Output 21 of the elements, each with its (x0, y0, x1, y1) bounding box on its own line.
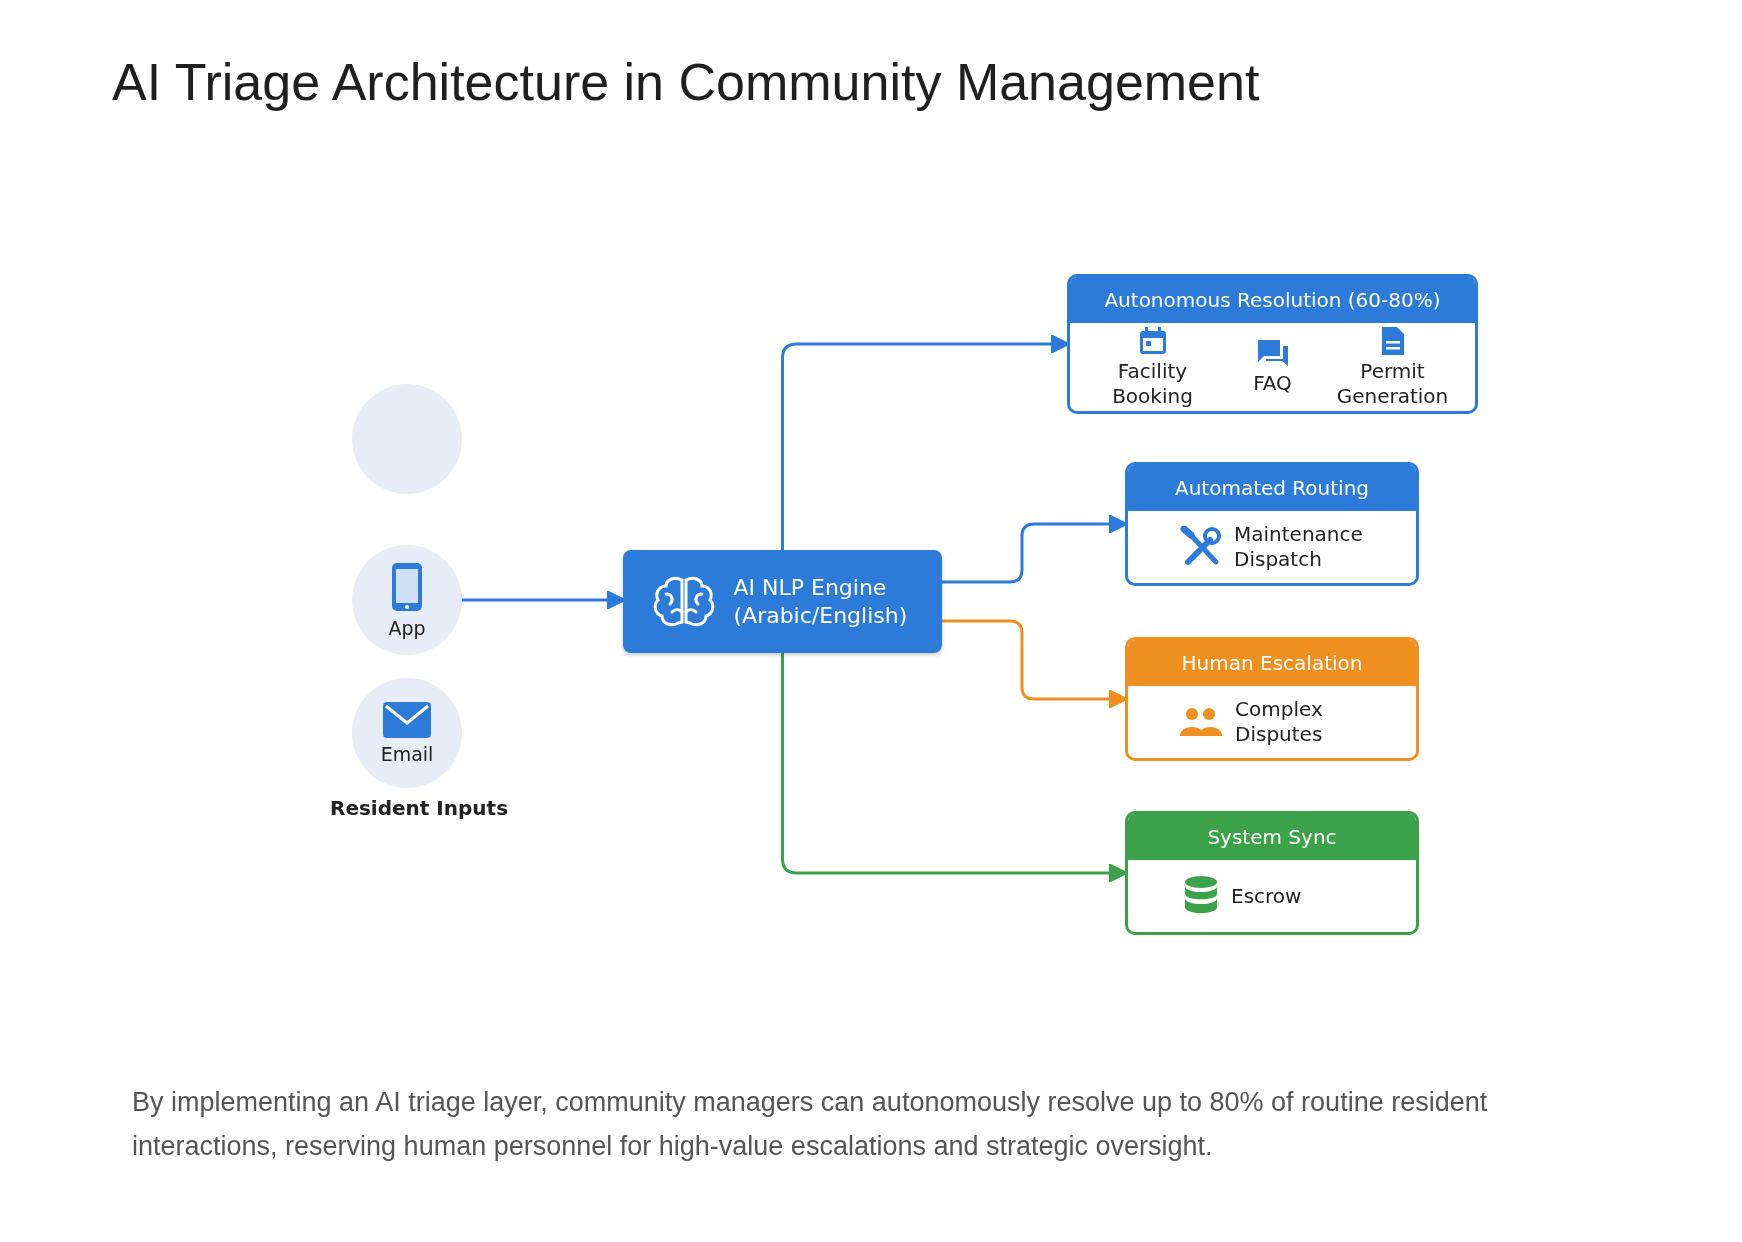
card-header: System Sync (1128, 814, 1416, 860)
outcome-card (1125, 811, 1419, 935)
channel-label: Email (380, 743, 434, 765)
item-label: Facility Booking (1111, 358, 1194, 409)
card-header: Automated Routing (1128, 465, 1416, 511)
engine-label: AI NLP Engine (Arabic/English) (733, 573, 909, 630)
outcome-card (1125, 637, 1419, 761)
item-label: Escrow (1231, 883, 1303, 909)
group-label: Resident Inputs (330, 796, 509, 820)
item-label: Complex Disputes (1235, 697, 1324, 747)
item-label: Permit Generation (1335, 358, 1450, 409)
channel-label: App (388, 617, 426, 639)
caption-text: By implementing an AI triage layer, community managers can autonomously resolve up to 80% of routine resident interactions, reserving human personnel for high-value escalations and strategic oversight. (132, 1086, 1489, 1163)
item-label: FAQ (1252, 371, 1293, 396)
outcome-card (1125, 462, 1419, 586)
card-header: Autonomous Resolution (60-80%) (1070, 277, 1475, 323)
card-header: Human Escalation (1128, 640, 1416, 686)
engine-box (623, 550, 942, 653)
outcome-card (1067, 274, 1478, 414)
item-label: Maintenance Dispatch (1234, 522, 1364, 572)
diagram-title: AI Triage Architecture in Community Management (112, 52, 1260, 112)
